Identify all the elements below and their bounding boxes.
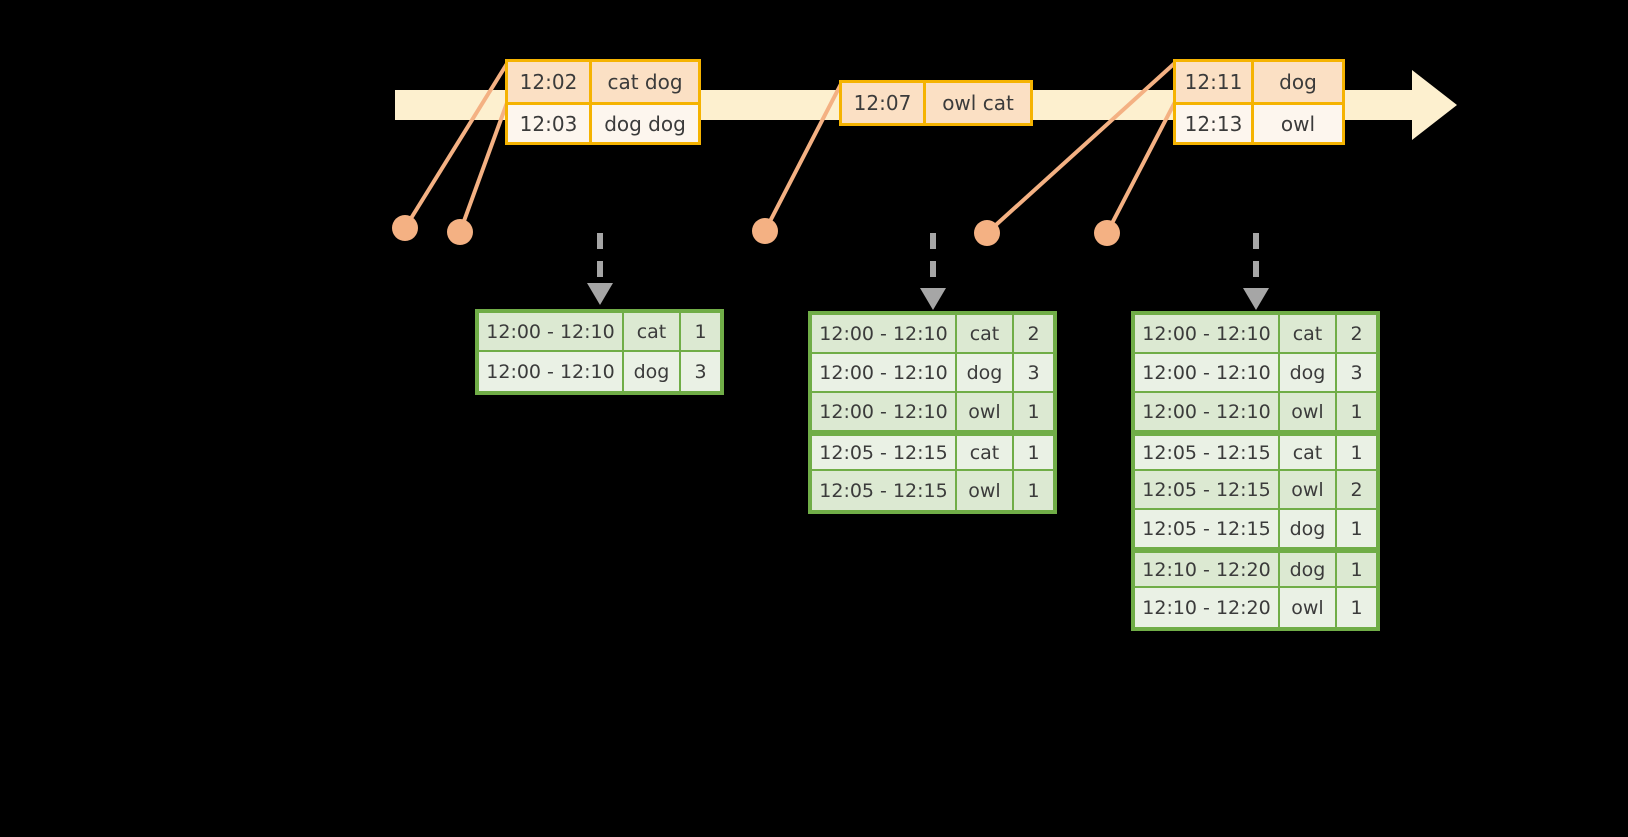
event-words: cat dog <box>607 70 683 94</box>
cell-count: 1 <box>1350 400 1363 423</box>
cell-word: owl <box>957 471 1014 510</box>
cell-word: dog <box>1280 354 1337 391</box>
event-time: 12:07 <box>842 83 926 123</box>
cell-word: cat <box>957 315 1014 352</box>
cell-word: owl <box>1280 471 1337 508</box>
event-row[interactable]: 12:02 cat dog <box>508 62 698 102</box>
cell-window: 12:05 - 12:15 <box>812 471 957 510</box>
dashed-arrow-table-2-head-icon <box>920 288 946 310</box>
event-row[interactable]: 12:07 owl cat <box>842 83 1030 123</box>
cell-count: 1 <box>1350 558 1363 581</box>
cell-window: 12:05 - 12:15 <box>812 436 957 469</box>
event-group-3[interactable]: 12:11 dog 12:13 owl <box>1173 59 1345 145</box>
connector-dot-3 <box>752 218 778 244</box>
cell-count: 1 <box>1350 596 1363 619</box>
cell-count: 3 <box>694 360 707 383</box>
cell-window: 12:00 - 12:10 <box>812 354 957 391</box>
cell-word: dog <box>1280 510 1337 547</box>
cell-window: 12:00 - 12:10 <box>1135 354 1280 391</box>
cell-word: owl <box>1280 393 1337 430</box>
cell-window: 12:00 - 12:10 <box>479 352 624 391</box>
cell-window: 12:05 - 12:15 <box>1135 510 1280 547</box>
connector-line-1 <box>403 60 510 230</box>
event-time: 12:02 <box>508 62 592 102</box>
cell-count: 1 <box>1350 441 1363 464</box>
cell-count: 3 <box>1027 361 1040 384</box>
cell-count: 1 <box>1350 517 1363 540</box>
event-group-1[interactable]: 12:02 cat dog 12:03 dog dog <box>505 59 701 145</box>
event-words: owl <box>1280 111 1316 136</box>
event-words: dog dog <box>604 111 686 136</box>
cell-word: cat <box>624 313 681 350</box>
cell-window: 12:00 - 12:10 <box>479 313 624 350</box>
connector-dot-5 <box>1094 220 1120 246</box>
event-row[interactable]: 12:13 owl <box>1176 102 1342 142</box>
event-row[interactable]: 12:03 dog dog <box>508 102 698 142</box>
cell-window: 12:00 - 12:10 <box>812 393 957 430</box>
cell-count: 3 <box>1350 361 1363 384</box>
cell-count: 1 <box>1027 479 1040 502</box>
cell-word: cat <box>1280 315 1337 352</box>
connector-dot-4 <box>974 220 1000 246</box>
cell-word: dog <box>957 354 1014 391</box>
dashed-arrow-table-1-head-icon <box>587 283 613 305</box>
cell-word: cat <box>957 436 1014 469</box>
cell-count: 2 <box>1350 322 1363 345</box>
event-row[interactable]: 12:11 dog <box>1176 62 1342 102</box>
event-group-2[interactable]: 12:07 owl cat <box>839 80 1033 126</box>
cell-window: 12:00 - 12:10 <box>1135 393 1280 430</box>
event-time: 12:11 <box>1176 62 1254 102</box>
cell-count: 1 <box>694 320 707 343</box>
connector-dot-1 <box>392 215 418 241</box>
timeline-arrow-icon <box>1412 70 1457 140</box>
cell-word: owl <box>957 393 1014 430</box>
cell-window: 12:10 - 12:20 <box>1135 553 1280 586</box>
cell-count: 2 <box>1350 478 1363 501</box>
cell-word: cat <box>1280 436 1337 469</box>
event-words: dog <box>1279 70 1317 94</box>
cell-window: 12:05 - 12:15 <box>1135 471 1280 508</box>
cell-window: 12:10 - 12:20 <box>1135 588 1280 627</box>
cell-window: 12:00 - 12:10 <box>812 315 957 352</box>
cell-window: 12:05 - 12:15 <box>1135 436 1280 469</box>
cell-count: 1 <box>1027 400 1040 423</box>
cell-word: owl <box>1280 588 1337 627</box>
event-time: 12:03 <box>508 105 592 142</box>
event-words: owl cat <box>942 91 1014 115</box>
event-time: 12:13 <box>1176 105 1254 142</box>
cell-word: dog <box>1280 553 1337 586</box>
cell-word: dog <box>624 352 681 391</box>
cell-count: 1 <box>1027 441 1040 464</box>
cell-count: 2 <box>1027 322 1040 345</box>
dashed-arrow-table-3-head-icon <box>1243 288 1269 310</box>
connector-dot-2 <box>447 219 473 245</box>
cell-window: 12:00 - 12:10 <box>1135 315 1280 352</box>
